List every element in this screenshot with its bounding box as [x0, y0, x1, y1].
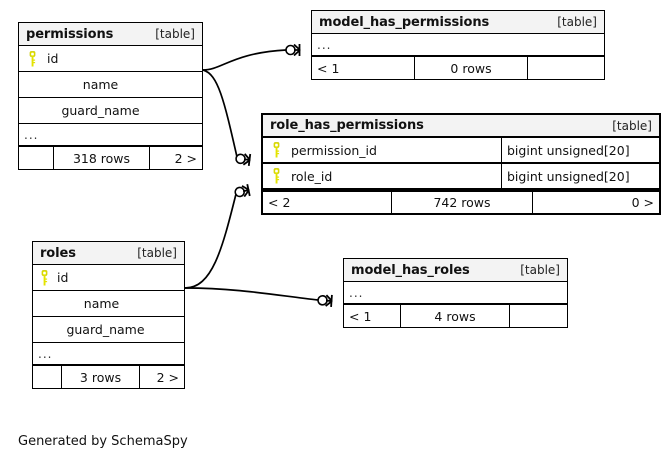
table-footer: < 1 4 rows	[344, 304, 567, 327]
edge-roles-model-has-roles	[184, 287, 319, 301]
table-name: model_has_permissions	[319, 14, 490, 30]
column-name: permission_id	[291, 142, 377, 158]
primary-key-icon	[263, 168, 289, 184]
table-roles[interactable]: roles [table] id name guard_name ...	[32, 241, 185, 389]
edge-permissions-model-has-permissions	[202, 49, 287, 71]
table-row[interactable]: guard_name	[33, 317, 184, 343]
table-name: roles	[40, 245, 76, 261]
footer-children[interactable]: 0 >	[631, 195, 654, 210]
table-type-label: [table]	[520, 263, 560, 277]
column-type: bigint unsigned[20]	[501, 164, 659, 188]
footer-rowcount: 4 rows	[400, 305, 510, 327]
footer-children[interactable]	[528, 57, 604, 79]
table-row[interactable]: role_id bigint unsigned[20]	[263, 164, 659, 190]
footer-children[interactable]: 2 >	[174, 150, 197, 166]
column-name: guard_name	[61, 103, 140, 118]
table-model-has-permissions[interactable]: model_has_permissions [table] ... < 1 0 …	[311, 10, 605, 80]
edge-roles-role-has-permissions	[184, 193, 237, 289]
table-header: roles [table]	[33, 242, 184, 265]
column-type: bigint unsigned[20]	[501, 138, 659, 162]
column-name: role_id	[291, 168, 333, 184]
table-type-label: [table]	[612, 118, 652, 133]
table-footer: 318 rows 2 >	[19, 146, 202, 169]
table-footer: 3 rows 2 >	[33, 365, 184, 388]
more-columns-indicator[interactable]: ...	[33, 343, 184, 365]
primary-key-icon	[263, 142, 289, 158]
more-columns-indicator[interactable]: ...	[312, 34, 604, 56]
footer-parents[interactable]	[19, 147, 53, 169]
table-type-label: [table]	[155, 27, 195, 41]
footer-parents[interactable]: < 1	[317, 60, 340, 76]
more-columns-indicator[interactable]: ...	[19, 124, 202, 146]
table-name: permissions	[26, 26, 114, 42]
footer-children[interactable]	[510, 305, 567, 327]
column-name: name	[82, 77, 119, 92]
table-footer: < 1 0 rows	[312, 56, 604, 79]
column-name: guard_name	[66, 322, 145, 337]
footer-rowcount: 0 rows	[414, 57, 528, 79]
footer-children[interactable]: 2 >	[156, 369, 179, 385]
table-row[interactable]: guard_name	[19, 98, 202, 124]
diagram-caption: Generated by SchemaSpy	[18, 434, 188, 449]
table-model-has-roles[interactable]: model_has_roles [table] ... < 1 4 rows	[343, 258, 568, 328]
table-permissions[interactable]: permissions [table] id name guard_name .…	[18, 22, 203, 170]
footer-parents[interactable]: < 1	[349, 308, 372, 324]
footer-rowcount: 318 rows	[53, 147, 150, 169]
column-name: name	[83, 296, 120, 311]
table-footer: < 2 742 rows 0 >	[263, 190, 659, 213]
primary-key-icon	[19, 50, 45, 67]
table-header: role_has_permissions [table]	[263, 115, 659, 138]
table-row[interactable]: id	[19, 46, 202, 72]
more-columns-indicator[interactable]: ...	[344, 282, 567, 304]
table-row[interactable]: id	[33, 265, 184, 291]
footer-parents[interactable]: < 2	[268, 195, 291, 210]
footer-rowcount: 3 rows	[61, 366, 140, 388]
table-row[interactable]: name	[19, 72, 202, 98]
table-type-label: [table]	[137, 246, 177, 260]
table-row[interactable]: permission_id bigint unsigned[20]	[263, 138, 659, 164]
footer-parents[interactable]	[33, 366, 61, 388]
footer-rowcount: 742 rows	[391, 192, 533, 213]
table-name: role_has_permissions	[270, 118, 424, 133]
table-header: permissions [table]	[19, 23, 202, 46]
column-name: id	[57, 270, 69, 285]
table-row[interactable]: name	[33, 291, 184, 317]
edge-permissions-role-has-permissions	[202, 69, 238, 158]
table-name: model_has_roles	[351, 262, 470, 278]
table-header: model_has_permissions [table]	[312, 11, 604, 34]
table-role-has-permissions[interactable]: role_has_permissions [table] permission_…	[261, 113, 661, 215]
primary-key-icon	[33, 269, 55, 286]
column-name: id	[47, 51, 59, 66]
table-type-label: [table]	[557, 15, 597, 29]
table-header: model_has_roles [table]	[344, 259, 567, 282]
